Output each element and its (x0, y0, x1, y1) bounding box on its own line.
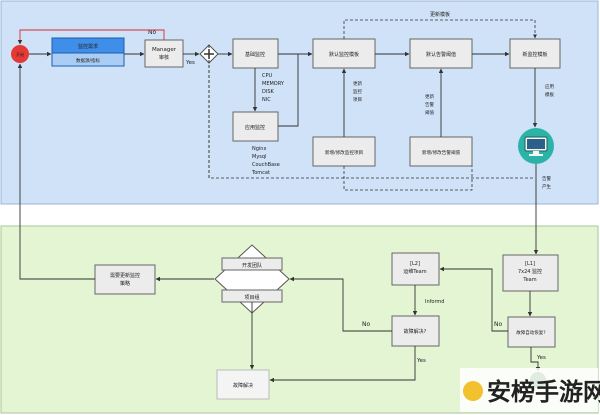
requirement-subtitle: 数据源/指标 (76, 57, 101, 64)
project-team-label: 项目组 (244, 294, 259, 301)
basic-monitor-label: 基础监控 (245, 51, 265, 58)
auto-recover-no: No (494, 321, 502, 328)
l1-line3: Team (522, 277, 536, 283)
need-update-line1: 需要更新监控 (110, 272, 140, 279)
manager-no-label: No (148, 29, 156, 36)
fault-done-label: 故障解决 (233, 382, 253, 389)
manager-yes-label: Yes (185, 60, 195, 66)
dev-team-box[interactable] (221, 257, 283, 271)
monitor-icon (518, 128, 554, 164)
update-threshold-label-1: 更新 (425, 93, 434, 100)
update-threshold-label-2: 告警 (425, 101, 434, 108)
l2-team-box[interactable] (391, 252, 440, 286)
fault-resolved-label: 故障解决? (404, 328, 427, 335)
alarm-label-1: 告警 (542, 175, 551, 182)
basic-item-nic: NIC (262, 97, 271, 103)
new-template-label: 新监控模板 (522, 51, 547, 58)
update-threshold-label-3: 阈值 (425, 109, 434, 116)
dashed-connectors (208, 19, 537, 191)
update-template-top-label: 更新模板 (430, 11, 450, 18)
requirement-sub-box (51, 52, 125, 67)
need-update-box[interactable] (94, 264, 156, 295)
alarm-label-2: 产生 (542, 183, 551, 190)
apply-template-label-1: 应用 (545, 83, 554, 90)
dev-team-label: 开发团队 (242, 262, 262, 269)
auto-recover-label: 故障自动恢复? (516, 329, 546, 336)
start-label: 开始 (16, 51, 24, 57)
update-items-label-3: 项目 (353, 97, 362, 103)
apply-template-label-2: 模板 (545, 91, 554, 98)
l1-line1: [L1] (525, 261, 535, 267)
fault-resolved-box[interactable] (391, 315, 440, 347)
watermark-logo (463, 381, 483, 401)
modify-threshold-box[interactable] (409, 136, 473, 167)
add-items-box[interactable] (312, 136, 376, 167)
requirement-title: 监控需求 (78, 43, 98, 50)
watermark-text: 安榜手游网 (487, 378, 600, 406)
basic-item-cpu: CPU (262, 73, 273, 79)
update-items-label-2: 监控 (353, 88, 362, 95)
basic-item-disk: DISK (262, 89, 274, 95)
default-threshold-box[interactable] (409, 38, 473, 69)
need-update-line2: 策略 (120, 280, 130, 287)
bottom-connectors (17, 63, 541, 383)
app-monitor-box[interactable] (232, 111, 279, 142)
fault-resolved-yes: Yes (416, 358, 426, 364)
watermark-backdrop (460, 368, 598, 412)
app-monitor-label: 应用监控 (245, 124, 265, 131)
app-item-nginx: Nginx (252, 146, 266, 152)
app-item-tomcat: Tomcat (251, 170, 270, 176)
fault-done-box[interactable] (216, 369, 270, 400)
add-items-label: 新增/修改监控项目 (325, 149, 363, 156)
default-template-label: 默认监控模板 (329, 51, 359, 58)
top-connectors (17, 29, 539, 255)
new-template-box[interactable] (509, 38, 561, 69)
manager-line2: 审核 (159, 54, 169, 61)
start-node[interactable] (11, 45, 29, 63)
app-item-mysql: Mysql (252, 154, 266, 160)
l2-line2: 运维Team (403, 268, 426, 275)
default-threshold-label: 默认告警阈值 (426, 51, 456, 58)
basic-monitor-box[interactable] (232, 38, 279, 69)
manager-review-box[interactable] (144, 39, 184, 68)
update-items-label-1: 更新 (353, 80, 362, 87)
app-item-couchbase: CouchBase (252, 162, 280, 168)
auto-recover-yes: Yes (536, 355, 546, 361)
basic-item-memory: MEMORY (262, 81, 285, 87)
l2-line1: [L2] (410, 261, 420, 267)
l1-line2: 7x24 监控 (518, 268, 542, 275)
monitoring-config-region (0, 0, 599, 205)
fault-resolved-no: No (362, 321, 370, 328)
l1-team-box[interactable] (502, 254, 559, 292)
modify-threshold-label: 新增/修改告警阈值 (422, 149, 461, 156)
manager-line1: Manager (152, 47, 177, 53)
auto-recover-box[interactable] (507, 316, 556, 348)
inform-label: Informd (425, 299, 444, 305)
